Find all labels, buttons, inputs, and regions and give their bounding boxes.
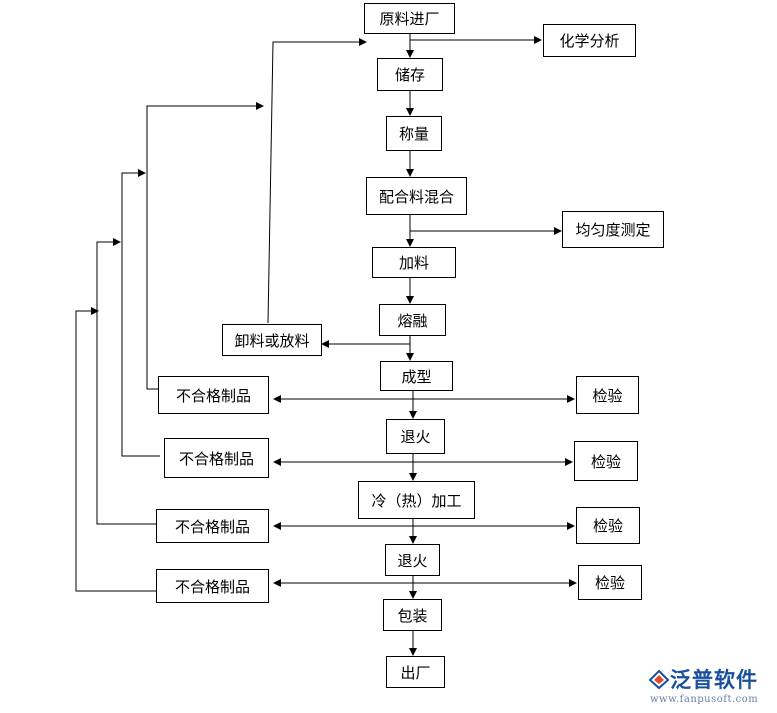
node-chemical-analysis: 化学分析 [543, 24, 636, 57]
node-feeding: 加料 [372, 247, 456, 278]
node-cold-hot-working: 冷（热）加工 [358, 481, 475, 519]
node-packing: 包装 [383, 599, 442, 631]
node-reject-2: 不合格制品 [164, 438, 269, 478]
node-reject-4: 不合格制品 [156, 569, 269, 603]
arrow-reject3-return [96, 238, 156, 525]
node-inspection-1: 检验 [576, 376, 639, 414]
node-storage: 储存 [377, 58, 443, 91]
node-reject-1: 不合格制品 [158, 376, 269, 414]
node-inspection-2: 检验 [574, 441, 638, 481]
node-raw-material-in: 原料进厂 [364, 3, 455, 34]
brand-logo: 泛普软件 www.fanpusoft.com [648, 664, 758, 705]
arrow-reject1-return [146, 102, 264, 390]
node-melting: 熔融 [379, 304, 446, 336]
node-batch-mixing: 配合料混合 [366, 177, 467, 215]
brand-mark-icon [648, 669, 670, 690]
node-inspection-4: 检验 [578, 565, 642, 600]
node-weighing: 称量 [386, 116, 442, 151]
node-discharge: 卸料或放料 [222, 324, 322, 356]
node-shipping-out: 出厂 [386, 656, 445, 688]
node-annealing-2: 退火 [385, 544, 440, 576]
brand-url: www.fanpusoft.com [650, 694, 759, 705]
node-uniformity-test: 均匀度测定 [562, 211, 664, 248]
brand-name: 泛普软件 [670, 668, 758, 692]
arrow-discharge-recycle [267, 38, 367, 324]
node-annealing-1: 退火 [386, 419, 445, 454]
arrow-reject2-return [121, 169, 160, 457]
node-inspection-3: 检验 [576, 507, 640, 544]
node-reject-3: 不合格制品 [156, 509, 269, 543]
arrow-reject4-return [75, 307, 156, 592]
node-forming: 成型 [380, 361, 453, 391]
